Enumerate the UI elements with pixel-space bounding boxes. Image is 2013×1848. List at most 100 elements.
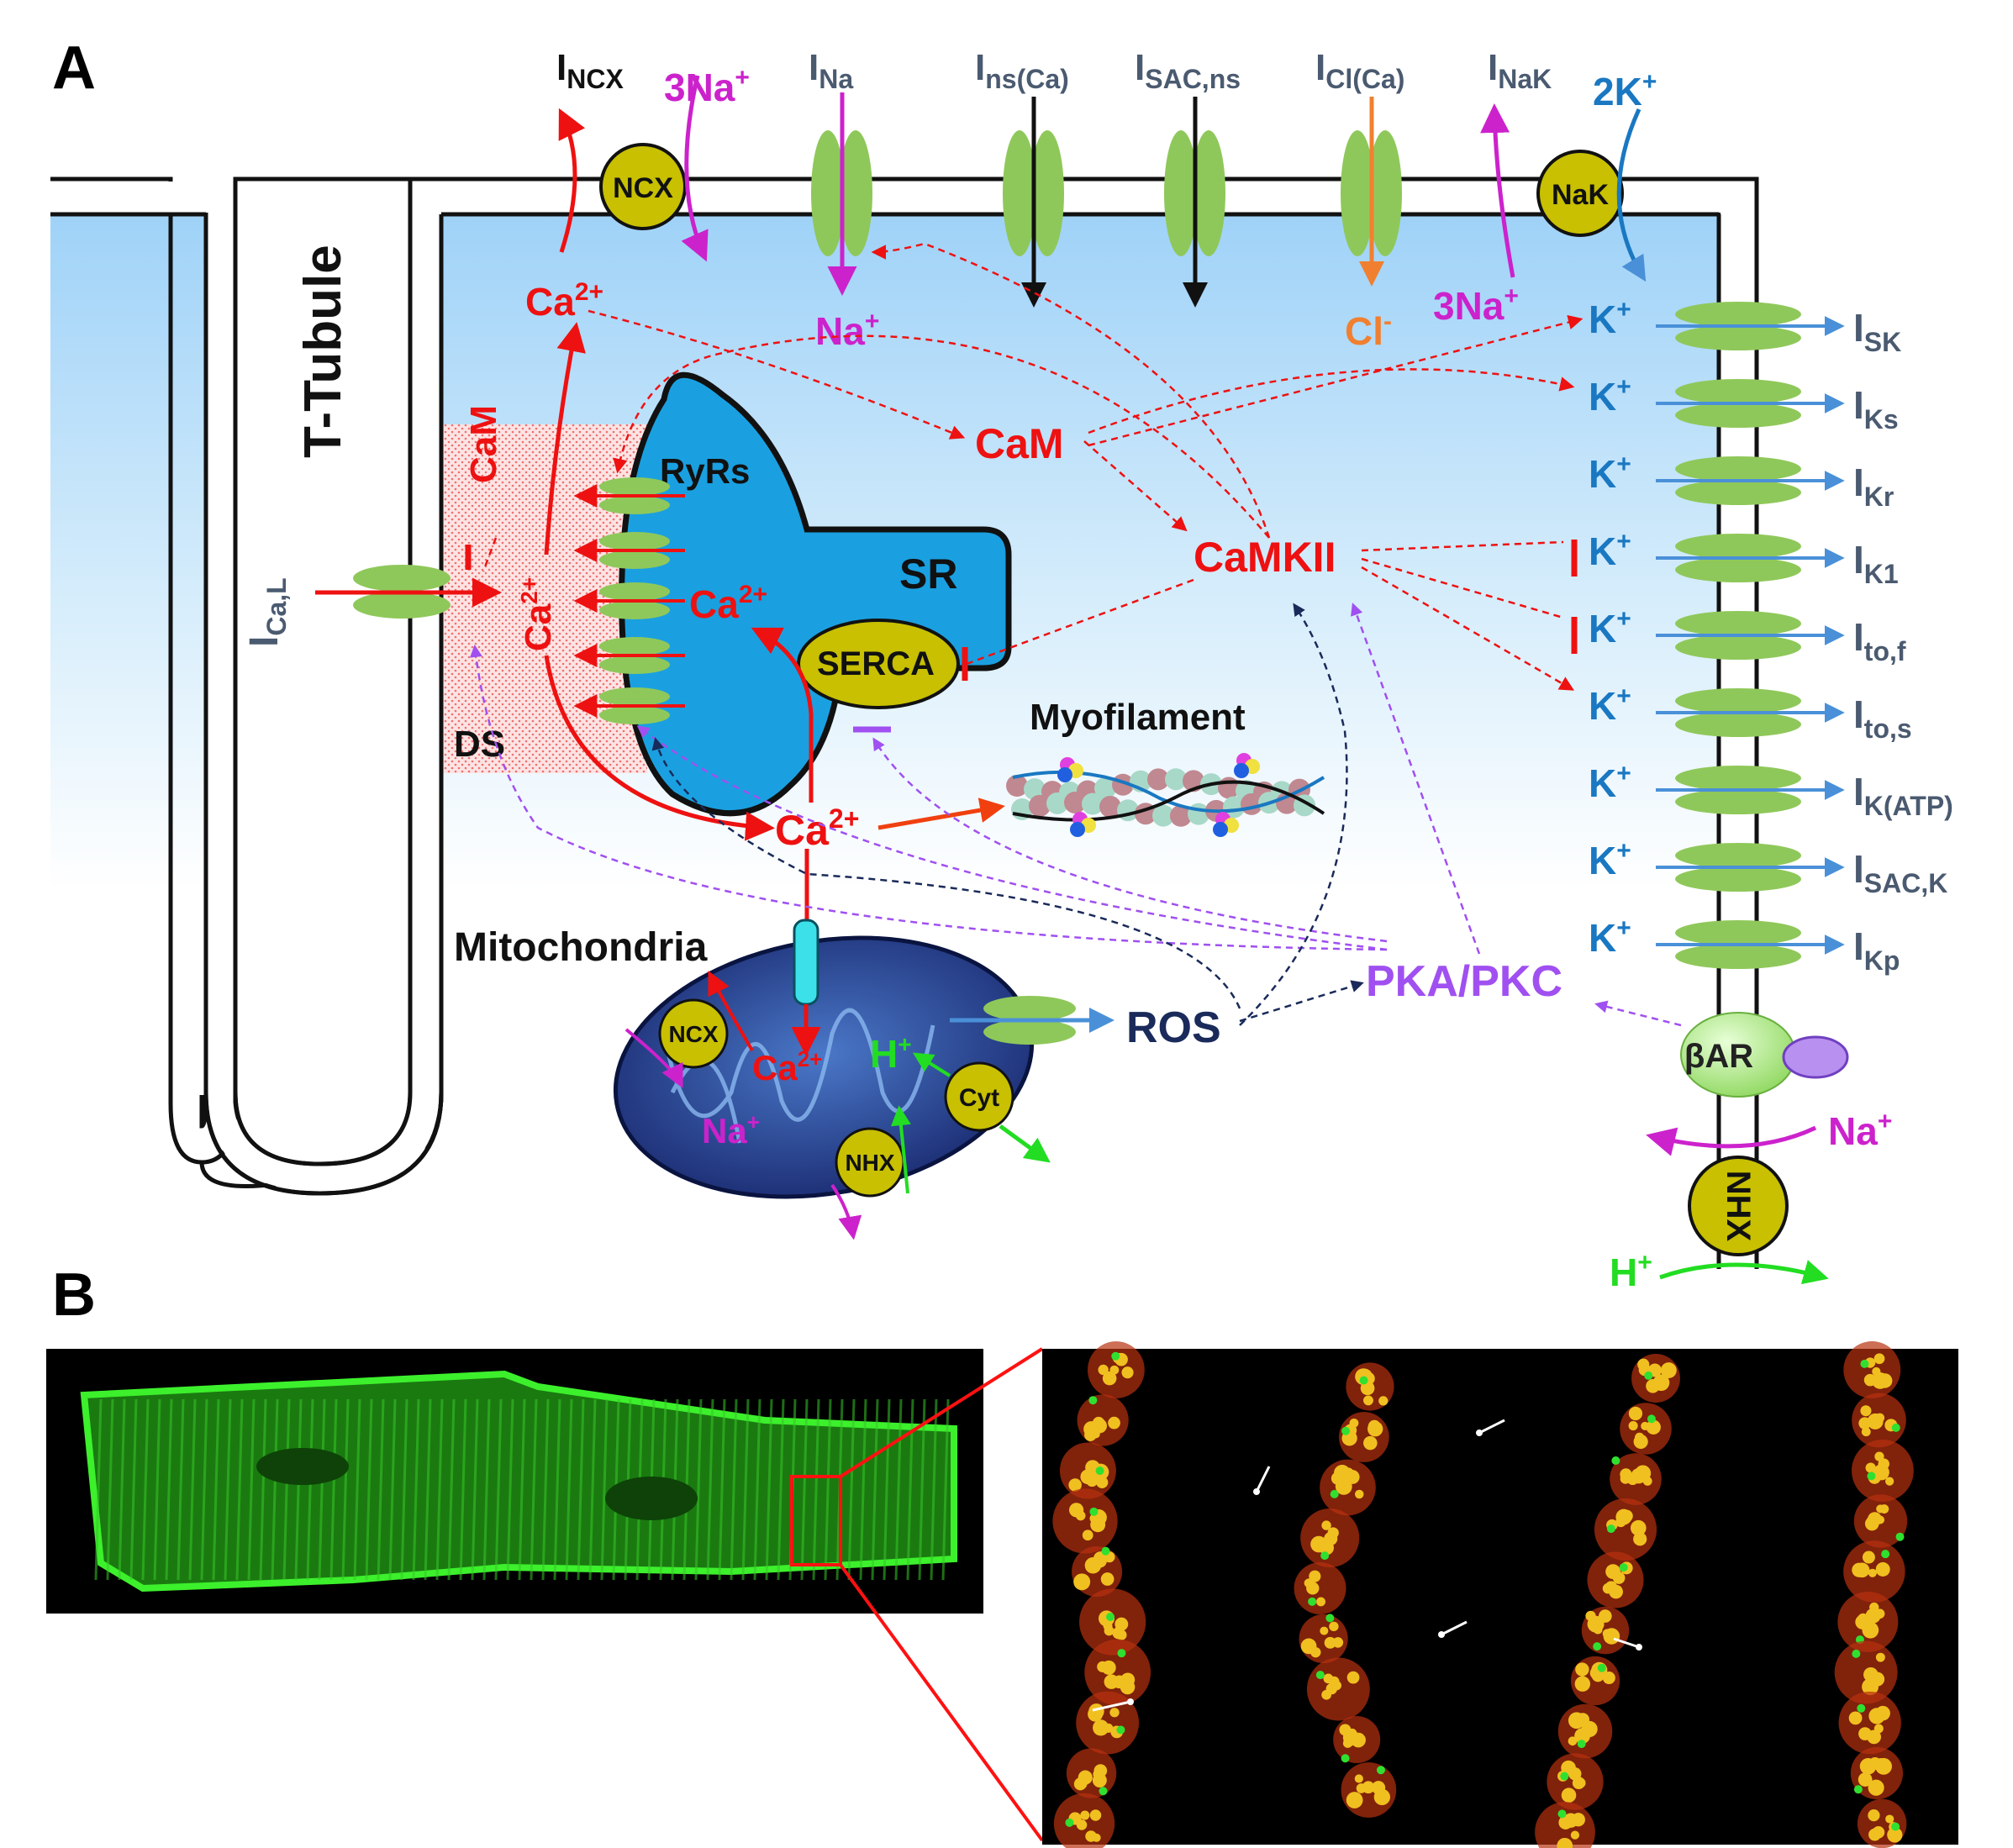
ryr-channel-4 (573, 687, 685, 724)
k-ion-label: K+ (1589, 914, 1631, 960)
panel-a: A T-Tubule DS NCX (50, 34, 1953, 1294)
ion-2k-top: 2K+ (1593, 68, 1657, 113)
nhx-na-arrow (1646, 1125, 1817, 1156)
insca-channel (1003, 130, 1064, 256)
ncx-ca-efflux-arrow (558, 108, 586, 253)
cytoplasm-left (50, 214, 206, 891)
mito-ncx-label: NCX (668, 1021, 718, 1047)
ion-na-mito: Na+ (702, 1109, 760, 1150)
k-channel-7: K+ ISAC,K (1589, 837, 1947, 898)
sarcoplasmic-reticulum (619, 371, 1012, 817)
panel-b: B (46, 1261, 1958, 1848)
mcu-channel (793, 919, 819, 1006)
mito-ros-channel (983, 996, 1076, 1045)
k-current-label: ISK (1853, 306, 1901, 357)
nhx-exchanger (1688, 1156, 1789, 1256)
top-membrane-fill (50, 182, 1755, 213)
ca-to-myofilament-arrow (877, 798, 1005, 830)
ion-ca-ncx: Ca2+ (525, 278, 603, 324)
cardiomyocyte-fluorescence (80, 1370, 957, 1593)
k-channel-8: K+ IKp (1589, 914, 1900, 976)
ion-ca-sr: Ca2+ (689, 581, 767, 626)
ion-3na-top: 3Na+ (664, 64, 750, 109)
ion-ca-ds: Ca2+ (516, 577, 559, 651)
k-current-label: IK(ATP) (1853, 770, 1953, 821)
panel-label-a: A (52, 34, 96, 102)
ds-label: DS (454, 724, 505, 765)
k-channel-5: K+ Ito,s (1589, 682, 1912, 744)
iclca-channel (1341, 130, 1402, 256)
zoom-line-bottom (839, 1563, 1044, 1842)
ca-ds-to-ncx-arrow (544, 322, 586, 555)
ncx-pump-label: NCX (613, 172, 673, 204)
left-tubule-gap (173, 182, 234, 213)
ncx-pump (599, 143, 687, 230)
ca-cyto-to-serca-arrow (751, 627, 814, 803)
right-membrane-fill (1721, 213, 1755, 1269)
ion-ca-cytosol: Ca2+ (775, 803, 859, 854)
nhx-h-arrow (1659, 1260, 1829, 1285)
mito-nhx-na-arrow (830, 1183, 862, 1240)
k-ion-label: K+ (1589, 373, 1631, 419)
cyt-complex (944, 1061, 1014, 1132)
k-channel-4: K+ Ito,f (1571, 605, 1906, 666)
mito-nhx-h-arrow (890, 1105, 911, 1194)
top-current-labels: INCX INa Ins(Ca) ISAC,ns ICl(Ca) INaK (556, 47, 1552, 94)
zoom-box (790, 1475, 842, 1566)
k-ion-label: K+ (1589, 837, 1631, 882)
ion-h-mito: H+ (870, 1031, 912, 1076)
k-current-label: IKp (1853, 924, 1900, 976)
k-current-label: Ito,f (1853, 615, 1906, 666)
k-ion-label: K+ (1589, 296, 1631, 341)
k-channels: K+ISKK+IKsK+IKrK+IK1K+Ito,fK+Ito,sK+IK(A… (1571, 296, 1953, 976)
sr-label: SR (899, 550, 957, 598)
cyt-h-arrow (999, 1124, 1051, 1163)
k-channel-3: K+IK1 (1571, 528, 1899, 589)
mito-ncx (658, 998, 729, 1069)
k-current-label: IKr (1853, 461, 1894, 512)
k-channel-0: K+ ISK (1589, 296, 1901, 357)
nak-k-influx-arrow (1616, 108, 1647, 282)
ltcc-channel (353, 565, 451, 619)
mito-nhx-label: NHX (845, 1150, 894, 1176)
t-tubule-label: T-Tubule (294, 245, 352, 458)
k-current-label: IK1 (1853, 538, 1899, 589)
beta-ar-ligand (1782, 1035, 1849, 1079)
ryr-channel-1 (573, 532, 685, 569)
ros-label: ROS (1126, 1003, 1221, 1052)
cyt-h-in-arrow (912, 1052, 951, 1077)
current-label-ina: INa (809, 47, 853, 94)
cam-ds-label: CaM (463, 405, 504, 483)
k-channel-2: K+IKr (1589, 450, 1894, 512)
ica-l-label: ICa,L (242, 577, 292, 647)
nak-na-efflux-arrow (1480, 103, 1515, 278)
k-current-label: ISAC,K (1853, 847, 1947, 898)
current-label-incx: INCX (556, 47, 624, 94)
ryr-channel-3 (573, 637, 685, 674)
nhx-exchanger-label: NHX (1720, 1171, 1757, 1242)
isacns-channel (1164, 130, 1225, 256)
k-ion-label: K+ (1589, 760, 1631, 805)
zoom-line-top (839, 1347, 1044, 1478)
ion-na-nhx: Na+ (1828, 1108, 1892, 1153)
k-channel-1: K+ IKs (1589, 373, 1899, 434)
cam-label: CaM (975, 420, 1064, 467)
ion-ca-mito: Ca2+ (752, 1046, 822, 1087)
ion-cl: Cl- (1345, 308, 1392, 353)
myofilament-label: Myofilament (1030, 697, 1246, 738)
k-ion-label: K+ (1589, 605, 1631, 650)
myofilament-graphic (1006, 753, 1325, 837)
serca-pump (797, 619, 960, 709)
mitochondria-label: Mitochondria (454, 925, 708, 970)
ion-h-nhx: H+ (1610, 1249, 1652, 1294)
k-current-label: IKs (1853, 383, 1899, 434)
k-current-label: Ito,s (1853, 692, 1912, 744)
beta-ar-label: βAR (1684, 1038, 1753, 1075)
camkii-label: CaMKII (1194, 534, 1336, 581)
nak-pump-label: NaK (1552, 179, 1609, 211)
ion-na-ina: Na+ (815, 308, 879, 353)
k-ion-label: K+ (1589, 682, 1631, 728)
pointer-arrows (1092, 1419, 1642, 1712)
current-label-insca: Ins(Ca) (975, 47, 1069, 94)
cyt-label: Cyt (959, 1084, 999, 1112)
